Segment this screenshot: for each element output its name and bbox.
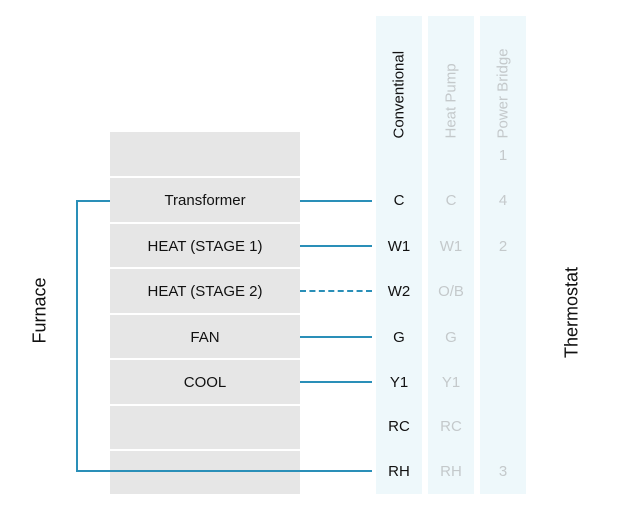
heat-pump-terminal-g: G [445,328,457,346]
terminal-w2: W2 [387,282,411,300]
wire-w2-dashed [300,290,372,292]
heat-pump-terminal-ob: O/B [438,282,464,300]
wire-c [300,200,372,202]
power-bridge-terminal-3: 3 [498,462,508,480]
row-divider [110,404,300,406]
row-divider [110,313,300,315]
heat-pump-terminal-w1: W1 [439,237,463,255]
wire-loop-vertical [76,200,78,472]
terminal-rh: RH [388,462,410,480]
column-power-bridge-bg [480,16,526,494]
heat-pump-terminal-c: C [445,191,457,209]
heat-pump-terminal-rh: RH [440,462,462,480]
power-bridge-terminal-2: 2 [498,237,508,255]
furnace-row-fan: FAN [190,328,220,346]
heat-pump-terminal-y1: Y1 [441,373,461,391]
column-header-conventional: Conventional [376,51,422,140]
furnace-row-heat-stage-1: HEAT (STAGE 1) [147,237,263,255]
column-heat-pump-bg [428,16,474,494]
wire-rh [76,470,372,472]
wire-y1 [300,381,372,383]
row-divider [110,176,300,178]
terminal-w1: W1 [387,237,411,255]
wire-g [300,336,372,338]
power-bridge-terminal-1: 1 [498,146,508,164]
power-bridge-terminal-4: 4 [498,191,508,209]
column-header-heat-pump-text: Heat Pump [442,63,460,139]
column-header-power-bridge: Power Bridge [480,48,526,140]
row-divider [110,222,300,224]
column-header-conventional-text: Conventional [390,50,408,139]
row-divider [110,267,300,269]
wire-transformer-left [76,200,110,202]
terminal-g: G [393,328,405,346]
row-divider [110,449,300,451]
thermostat-label: Thermostat [561,266,582,359]
furnace-row-cool: COOL [183,373,227,391]
wire-w1 [300,245,372,247]
furnace-label: Furnace [29,277,50,344]
row-divider [110,358,300,360]
heat-pump-terminal-rc: RC [440,417,462,435]
terminal-rc: RC [388,417,410,435]
terminal-c: C [393,191,405,209]
column-header-power-bridge-text: Power Bridge [494,48,512,139]
furnace-row-heat-stage-2: HEAT (STAGE 2) [147,282,263,300]
furnace-row-transformer: Transformer [164,191,246,209]
column-conventional-bg [376,16,422,494]
column-header-heat-pump: Heat Pump [428,63,474,140]
terminal-y1: Y1 [389,373,409,391]
